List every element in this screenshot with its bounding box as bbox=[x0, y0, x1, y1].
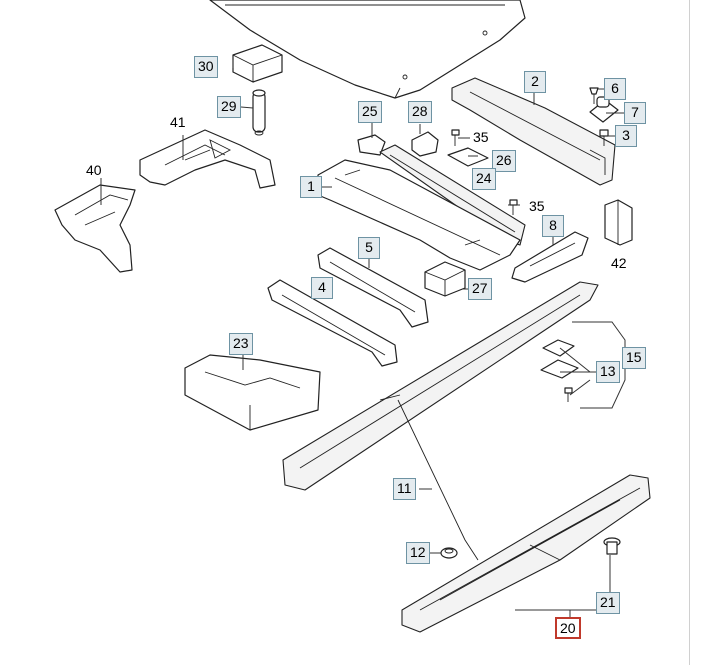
part-13-screw bbox=[564, 387, 573, 402]
part-35-screw-upper bbox=[451, 129, 460, 146]
callout-2[interactable]: 2 bbox=[524, 71, 546, 93]
part-6-screw bbox=[589, 87, 599, 104]
floor-cover-part bbox=[209, 0, 526, 99]
callout-20-selected[interactable]: 20 bbox=[555, 617, 581, 639]
right-scroll-gutter bbox=[689, 0, 704, 665]
part-27-block bbox=[424, 261, 466, 297]
part-8-cover bbox=[511, 231, 589, 283]
part-5-rail bbox=[317, 247, 429, 328]
callout-7[interactable]: 7 bbox=[624, 102, 646, 124]
callout-12[interactable]: 12 bbox=[406, 542, 430, 564]
callout-25[interactable]: 25 bbox=[358, 101, 382, 123]
part-1-panel bbox=[317, 159, 521, 271]
callout-11[interactable]: 11 bbox=[393, 478, 416, 500]
part-23-foam-insert bbox=[184, 354, 321, 431]
label-41: 41 bbox=[170, 114, 186, 130]
part-40-frame bbox=[54, 184, 136, 273]
part-29-pin bbox=[252, 89, 266, 136]
callout-13[interactable]: 13 bbox=[596, 361, 620, 383]
label-42: 42 bbox=[611, 255, 627, 271]
callout-8[interactable]: 8 bbox=[542, 215, 564, 237]
callout-27[interactable]: 27 bbox=[468, 278, 492, 300]
part-21-plug bbox=[603, 537, 621, 555]
callout-24[interactable]: 24 bbox=[472, 168, 496, 190]
part-20-sill-trim bbox=[401, 474, 651, 633]
part-30-box bbox=[232, 44, 283, 83]
loadfloor-panel bbox=[282, 281, 599, 491]
label-35-lower: 35 bbox=[529, 198, 545, 214]
leader-lines bbox=[100, 60, 626, 617]
callout-30[interactable]: 30 bbox=[194, 56, 218, 78]
label-40: 40 bbox=[86, 162, 102, 178]
part-4-rail bbox=[267, 279, 398, 367]
callout-28[interactable]: 28 bbox=[408, 101, 432, 123]
callout-26[interactable]: 26 bbox=[492, 150, 516, 172]
part-41-frame bbox=[139, 129, 276, 189]
part-13-seal bbox=[540, 339, 579, 379]
part-35-screw-lower bbox=[509, 199, 518, 215]
part-11-strut bbox=[397, 399, 479, 561]
part-26-bracket bbox=[447, 147, 489, 167]
label-35-upper: 35 bbox=[473, 129, 489, 145]
callout-29[interactable]: 29 bbox=[217, 96, 241, 118]
part-12-bump-stop bbox=[440, 547, 458, 559]
callout-6[interactable]: 6 bbox=[604, 78, 626, 100]
part-42-bracket bbox=[604, 199, 633, 246]
callout-1[interactable]: 1 bbox=[300, 176, 322, 198]
callout-4[interactable]: 4 bbox=[311, 277, 333, 299]
callout-5[interactable]: 5 bbox=[358, 237, 380, 259]
part-2-strip bbox=[451, 77, 616, 186]
callout-15[interactable]: 15 bbox=[622, 347, 646, 369]
part-28-cap bbox=[411, 131, 439, 157]
callout-21[interactable]: 21 bbox=[596, 592, 620, 614]
callout-23[interactable]: 23 bbox=[229, 333, 253, 355]
callout-3[interactable]: 3 bbox=[615, 125, 637, 147]
